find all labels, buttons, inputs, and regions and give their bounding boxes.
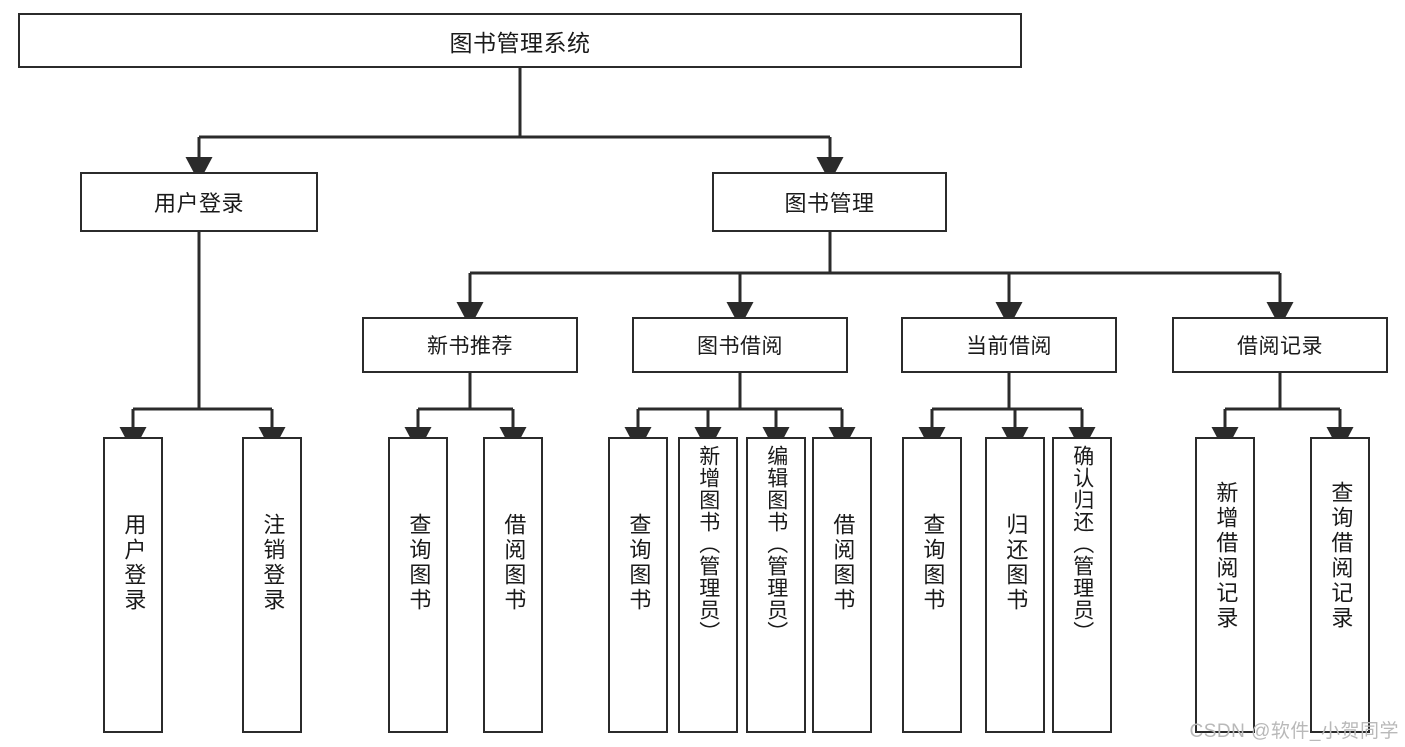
node-label: 图书管理系统 <box>449 29 591 56</box>
node-label: 图书管理 <box>784 191 875 216</box>
leaf-query-book-current[interactable]: 查询图书 <box>902 437 962 733</box>
node-current-borrow[interactable]: 当前借阅 <box>901 317 1117 373</box>
leaf-edit-book-admin[interactable]: 编辑图书（管理员） <box>746 437 806 733</box>
node-label: 查询借阅记录 <box>1328 481 1354 631</box>
node-label: 借阅图书 <box>501 513 527 613</box>
node-label: 新增图书（管理员） <box>696 445 720 643</box>
node-book-borrow[interactable]: 图书借阅 <box>632 317 848 373</box>
leaf-add-borrow-record[interactable]: 新增借阅记录 <box>1195 437 1255 733</box>
node-book-management[interactable]: 图书管理 <box>712 172 947 232</box>
node-label: 图书借阅 <box>697 335 783 358</box>
leaf-logout[interactable]: 注销登录 <box>242 437 302 733</box>
node-label: 新增借阅记录 <box>1213 481 1239 631</box>
node-label: 用户登录 <box>121 513 147 613</box>
leaf-borrow-book-recommend[interactable]: 借阅图书 <box>483 437 543 733</box>
node-label: 查询图书 <box>920 513 946 613</box>
leaf-user-login[interactable]: 用户登录 <box>103 437 163 733</box>
node-root-book-management-system[interactable]: 图书管理系统 <box>18 13 1022 68</box>
node-label: 借阅记录 <box>1237 335 1323 358</box>
leaf-confirm-return-admin[interactable]: 确认归还（管理员） <box>1052 437 1112 733</box>
leaf-borrow-book[interactable]: 借阅图书 <box>812 437 872 733</box>
leaf-query-book-recommend[interactable]: 查询图书 <box>388 437 448 733</box>
node-label: 归还图书 <box>1003 513 1029 613</box>
node-label: 确认归还（管理员） <box>1070 445 1094 643</box>
node-label: 借阅图书 <box>830 513 856 613</box>
leaf-query-borrow-record[interactable]: 查询借阅记录 <box>1310 437 1370 733</box>
node-label: 编辑图书（管理员） <box>764 445 788 643</box>
node-label: 查询图书 <box>626 513 652 613</box>
leaf-query-book-borrow[interactable]: 查询图书 <box>608 437 668 733</box>
node-label: 查询图书 <box>406 513 432 613</box>
leaf-return-book[interactable]: 归还图书 <box>985 437 1045 733</box>
node-label: 新书推荐 <box>427 335 513 358</box>
leaf-add-book-admin[interactable]: 新增图书（管理员） <box>678 437 738 733</box>
node-user-login[interactable]: 用户登录 <box>80 172 318 232</box>
node-label: 用户登录 <box>153 191 244 216</box>
node-borrow-record[interactable]: 借阅记录 <box>1172 317 1388 373</box>
watermark-text: CSDN @软件_小贺同学 <box>1189 721 1399 742</box>
node-label: 注销登录 <box>260 513 286 613</box>
node-label: 当前借阅 <box>966 335 1052 358</box>
node-new-book-recommendation[interactable]: 新书推荐 <box>362 317 578 373</box>
